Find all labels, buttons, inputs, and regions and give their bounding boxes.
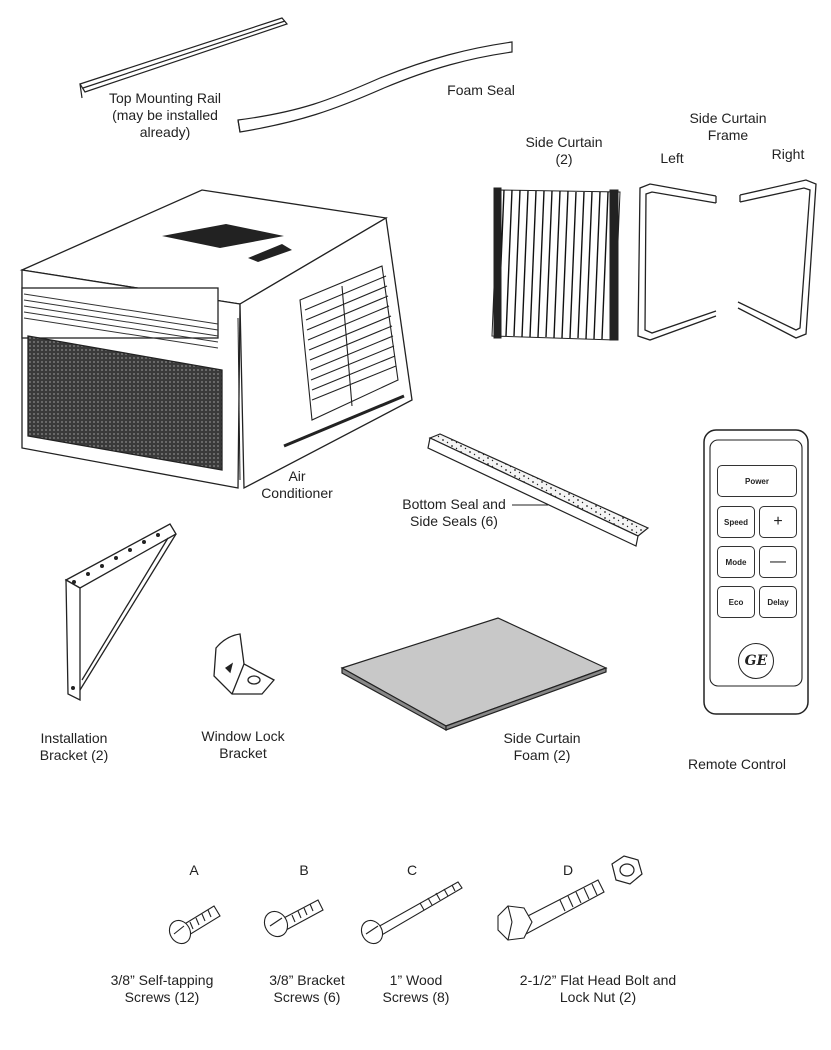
installation-bracket (64, 523, 177, 702)
plus-button[interactable]: + (759, 506, 797, 538)
screw-letter-c: C (406, 862, 418, 878)
screw-letter-a: A (189, 862, 199, 878)
top-mounting-rail (79, 17, 289, 99)
screw-letter-b: B (299, 862, 309, 878)
delay-button[interactable]: Delay (759, 586, 797, 618)
air-conditioner-unit (19, 189, 413, 490)
foam-seal (237, 41, 513, 133)
label-foam-seal: Foam Seal (447, 82, 515, 98)
power-button[interactable]: Power (717, 465, 797, 497)
mode-button[interactable]: Mode (717, 546, 755, 578)
screw-a (168, 905, 221, 945)
window-lock-bracket (213, 633, 276, 695)
remote-control-body (703, 429, 809, 715)
side-curtain (491, 187, 621, 341)
side-curtain-frame-left (637, 183, 717, 341)
bottom-seal (427, 433, 650, 547)
label-remote-control: Remote Control (687, 756, 787, 772)
screw-c (360, 881, 463, 945)
eco-button[interactable]: Eco (717, 586, 755, 618)
minus-button[interactable]: — (759, 546, 797, 578)
screw-letter-d: D (562, 862, 574, 878)
side-curtain-frame-right (737, 179, 817, 339)
label-frame-right: Right (771, 146, 805, 162)
speed-button[interactable]: Speed (717, 506, 755, 538)
lock-nut (611, 855, 643, 885)
label-side-curtain: Side Curtain(2) (525, 134, 603, 167)
side-curtain-foam (340, 617, 608, 732)
ge-logo: GE (738, 643, 774, 679)
screw-b (263, 899, 324, 938)
label-frame-left: Left (660, 150, 684, 166)
bolt-d (497, 879, 605, 941)
